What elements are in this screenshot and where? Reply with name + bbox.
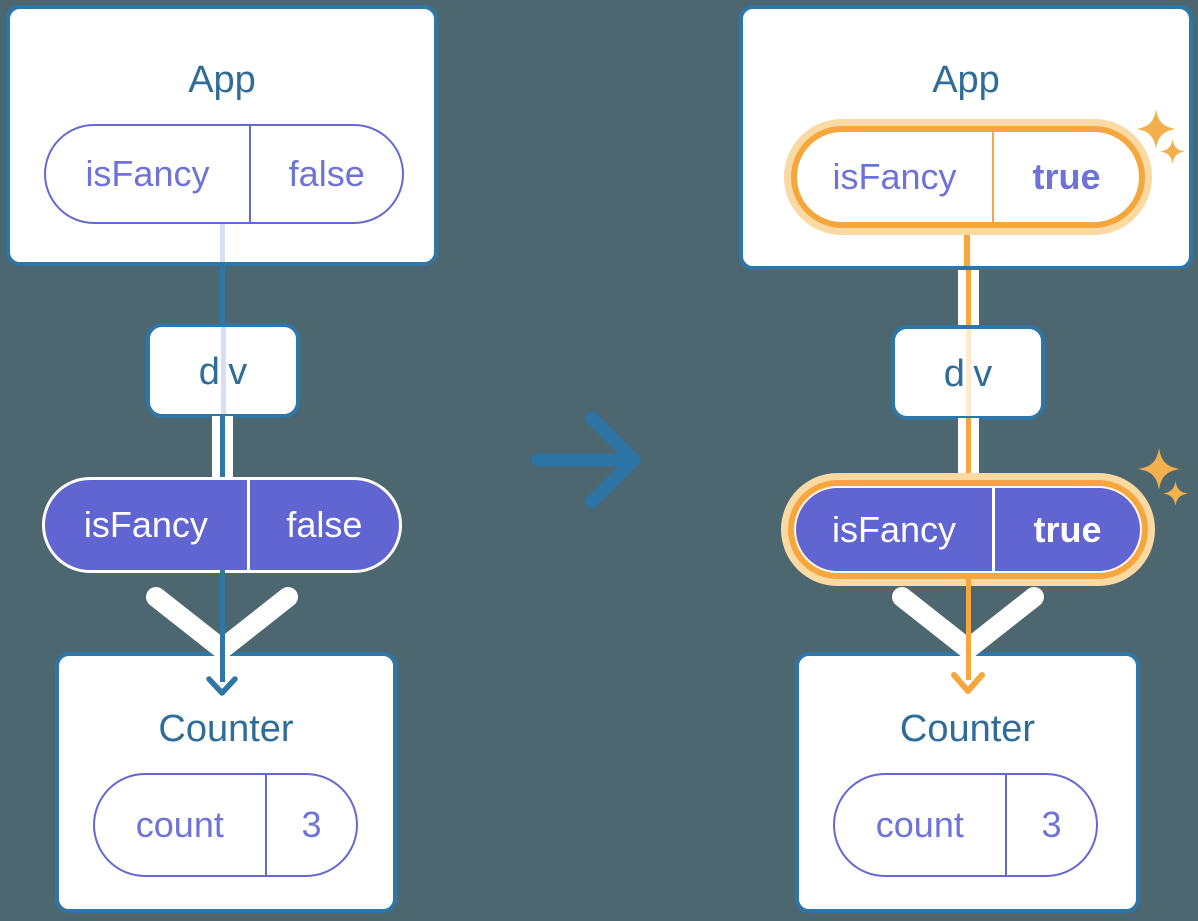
state-name: count: [135, 804, 224, 845]
prop-pipe: [957, 418, 979, 480]
edge-pill-to-counter: [965, 578, 971, 680]
pill-divider: [248, 126, 252, 222]
passed-prop-pill-highlighted: isFancy true: [794, 486, 1142, 573]
counter-card: Counter count 3: [795, 652, 1140, 913]
div-card: div: [891, 325, 1045, 420]
pill-divider: [1004, 775, 1008, 875]
transition-arrow-icon: [531, 412, 641, 509]
prop-value: true: [1033, 508, 1102, 550]
pill-divider: [264, 775, 268, 875]
app-card: App isFancy false: [6, 5, 438, 266]
state-pill-outline: count 3: [93, 773, 358, 877]
prop-pipe: [957, 267, 979, 327]
prop-name: isFancy: [85, 153, 210, 194]
pill-divider: [991, 132, 994, 222]
sparkle-icon: [1138, 448, 1180, 490]
arrowhead-icon: [206, 676, 238, 696]
edge-app-to-div: [219, 264, 225, 326]
prop-value: true: [1032, 156, 1101, 197]
edge-through-div: [965, 329, 971, 416]
component-title: Counter: [158, 708, 294, 750]
prop-value: false: [286, 504, 363, 545]
div-card: div: [146, 323, 300, 418]
edge-through-app: [963, 227, 970, 266]
component-title: App: [932, 59, 1000, 101]
state-pill-outline: count 3: [833, 773, 1098, 877]
component-title: App: [188, 59, 256, 101]
counter-card: Counter count 3: [55, 652, 397, 913]
prop-value: false: [288, 153, 365, 194]
arrowhead-icon: [951, 672, 985, 694]
pill-divider: [246, 480, 250, 570]
prop-pipe: [211, 416, 233, 480]
pill-divider: [992, 488, 996, 571]
prop-name: isFancy: [83, 504, 208, 545]
state-name: count: [875, 804, 964, 845]
state-value: 3: [301, 804, 322, 845]
component-title: Counter: [899, 708, 1036, 750]
prop-name: isFancy: [832, 508, 957, 550]
prop-pill: isFancy false: [44, 124, 404, 224]
state-value: 3: [1041, 804, 1062, 845]
app-card: App isFancy true: [739, 5, 1193, 270]
passed-prop-pill: isFancy false: [42, 477, 402, 573]
prop-name: isFancy: [832, 156, 957, 197]
edge-through-app: [219, 221, 225, 262]
sparkle-icon: [1136, 109, 1176, 149]
sparkle-icon: [1160, 139, 1185, 164]
edge-through-div: [220, 327, 226, 414]
prop-pill-highlighted: isFancy true: [791, 126, 1145, 228]
sparkle-icon: [1163, 481, 1188, 506]
edge-pill-to-counter: [219, 570, 225, 682]
